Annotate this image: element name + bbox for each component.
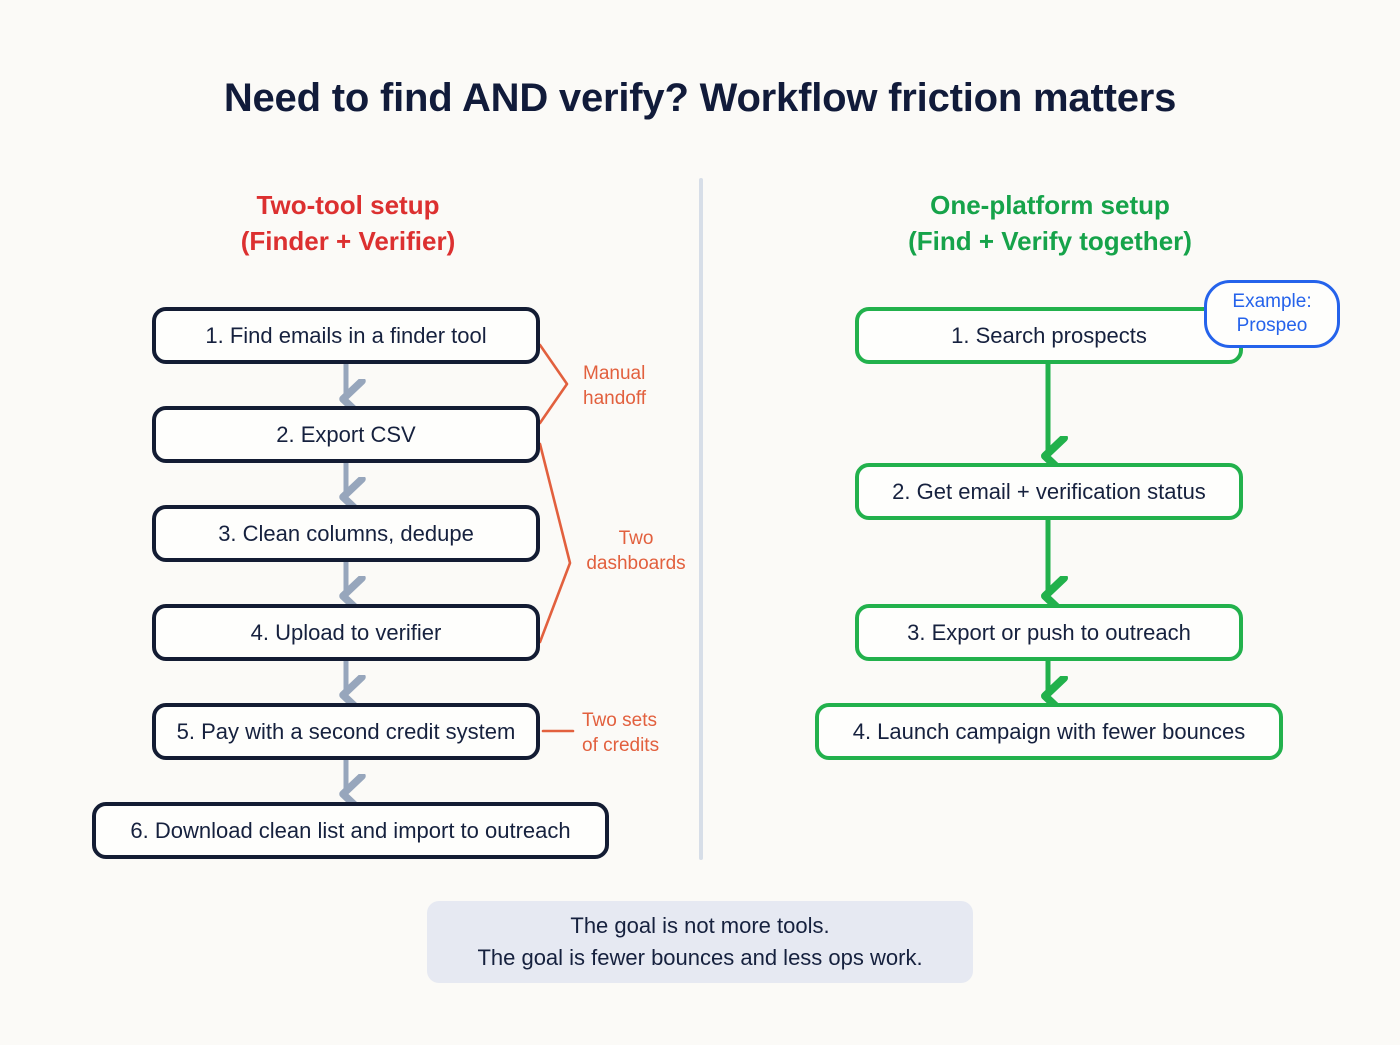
- annotation-two-sets-of-credits-line1: Two sets: [582, 710, 657, 731]
- left-step-2[interactable]: 2. Export CSV: [152, 406, 540, 463]
- right-step-3-label: 3. Export or push to outreach: [907, 619, 1191, 645]
- right-column-heading-line2: (Find + Verify together): [908, 225, 1192, 256]
- left-step-4-label: 4. Upload to verifier: [250, 619, 442, 645]
- left-step-3-label: 3. Clean columns, dedupe: [218, 520, 474, 546]
- right-step-1-label: 1. Search prospects: [951, 322, 1147, 348]
- footer-note: The goal is not more tools. The goal is …: [427, 901, 973, 983]
- left-step-6-label: 6. Download clean list and import to out…: [130, 817, 571, 843]
- annotation-two-sets-of-credits: Two sets of credits: [582, 709, 702, 758]
- left-step-5-label: 5. Pay with a second credit system: [176, 718, 516, 744]
- annotation-two-sets-of-credits-line2: of credits: [582, 734, 660, 756]
- annotation-manual-handoff: Manual handoff: [583, 362, 693, 411]
- example-prospeo-line1: Example:: [1232, 291, 1312, 313]
- right-step-2[interactable]: 2. Get email + verification status: [855, 463, 1243, 520]
- left-column-heading-line1: Two-tool setup: [256, 190, 440, 220]
- bracket-manual-handoff: [538, 343, 569, 425]
- bracket-two-dashboards: [538, 442, 572, 644]
- left-step-1-label: 1. Find emails in a finder tool: [205, 322, 487, 348]
- footer-note-line2: The goal is fewer bounces and less ops w…: [477, 945, 923, 970]
- left-step-2-label: 2. Export CSV: [276, 421, 416, 447]
- right-step-3[interactable]: 3. Export or push to outreach: [855, 604, 1243, 661]
- left-annotation-brackets: [538, 343, 575, 733]
- left-step-1[interactable]: 1. Find emails in a finder tool: [152, 307, 540, 364]
- annotation-manual-handoff-line1: Manual: [583, 363, 646, 384]
- right-column-heading-line1: One-platform setup: [930, 190, 1170, 220]
- left-step-3[interactable]: 3. Clean columns, dedupe: [152, 505, 540, 562]
- right-step-4-label: 4. Launch campaign with fewer bounces: [852, 718, 1246, 744]
- page-title: Need to find AND verify? Workflow fricti…: [223, 76, 1177, 120]
- right-step-4[interactable]: 4. Launch campaign with fewer bounces: [815, 703, 1283, 760]
- left-step-6[interactable]: 6. Download clean list and import to out…: [92, 802, 609, 859]
- right-column-heading: One-platform setup (Find + Verify togeth…: [810, 188, 1290, 260]
- right-step-1[interactable]: 1. Search prospects: [855, 307, 1243, 364]
- right-step-2-label: 2. Get email + verification status: [892, 478, 1206, 504]
- annotation-two-dashboards-line1: Two: [618, 528, 654, 549]
- annotation-manual-handoff-line2: handoff: [583, 387, 647, 409]
- annotation-two-dashboards-line2: dashboards: [586, 552, 686, 574]
- left-column-heading: Two-tool setup (Finder + Verifier): [110, 188, 586, 260]
- example-prospeo-line2: Prospeo: [1236, 315, 1308, 336]
- annotation-two-dashboards: Two dashboards: [576, 527, 696, 576]
- footer-note-line1: The goal is not more tools.: [570, 913, 830, 939]
- column-divider: [699, 178, 703, 860]
- left-step-5[interactable]: 5. Pay with a second credit system: [152, 703, 540, 760]
- left-step-4[interactable]: 4. Upload to verifier: [152, 604, 540, 661]
- example-prospeo-callout[interactable]: Example: Prospeo: [1204, 280, 1340, 348]
- left-column-heading-line2: (Finder + Verifier): [240, 225, 456, 256]
